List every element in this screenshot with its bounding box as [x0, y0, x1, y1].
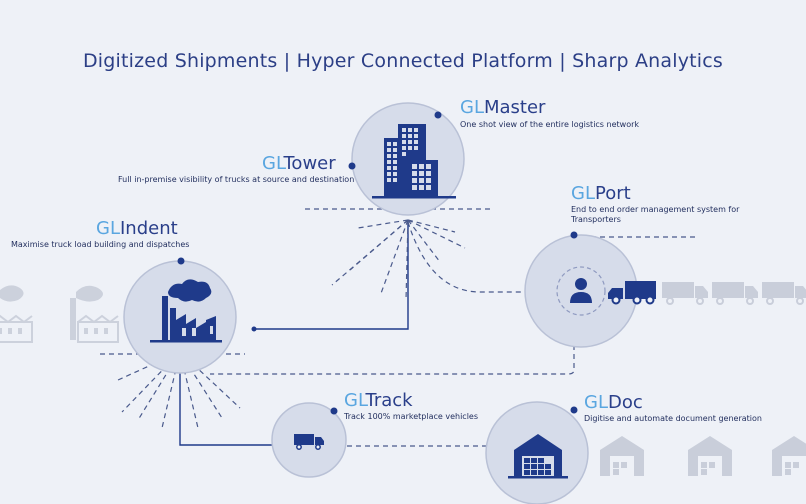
gldoc-name: Doc — [607, 392, 643, 413]
gltower-name: Tower — [283, 153, 336, 174]
glmaster-prefix: GL — [460, 97, 484, 118]
gltrack-prefix: GL — [344, 390, 366, 411]
gltower-description: Full in-premise visibility of trucks at … — [118, 175, 355, 184]
truck-icon — [294, 434, 324, 450]
warehouse-icon — [508, 434, 568, 479]
connector-lines — [179, 222, 409, 446]
gldoc-prefix: GL — [584, 392, 608, 413]
glmaster-name: Master — [483, 97, 546, 118]
glport-name: Port — [594, 183, 631, 204]
gltrack-title: GLTrack — [344, 390, 413, 411]
circle-indent — [123, 260, 237, 374]
glport-title: GLPort — [571, 183, 631, 204]
headline: Digitized Shipments | Hyper Connected Pl… — [82, 50, 724, 72]
glmaster-title: GLMaster — [460, 97, 545, 118]
gltower-prefix: GL — [262, 153, 284, 174]
person-icon — [570, 278, 592, 303]
gldoc-description: Digitise and automate document generatio… — [584, 414, 762, 423]
circle-port — [524, 234, 638, 348]
glindent-description: Maximise truck load building and dispatc… — [11, 240, 190, 249]
ghost-warehouses-right — [600, 436, 806, 476]
office-building-icon — [372, 124, 456, 199]
glmaster-description: One shot view of the entire logistics ne… — [460, 120, 640, 129]
glport-description-line2: Transporters — [571, 215, 621, 224]
marker-dots — [177, 111, 578, 415]
glport-description: End to end order management system for T… — [571, 205, 739, 225]
glindent-title: GLIndent — [96, 218, 178, 239]
glindent-name: Indent — [119, 218, 178, 239]
ghost-factories-left — [0, 285, 119, 343]
glindent-prefix: GL — [96, 218, 120, 239]
truck-icon-port — [608, 281, 656, 305]
glport-prefix: GL — [571, 183, 595, 204]
gltrack-name: Track — [365, 390, 413, 411]
gltrack-description: Track 100% marketplace vehicles — [344, 412, 479, 421]
gltower-title: GLTower — [262, 153, 336, 174]
ghost-trucks-right — [661, 281, 806, 305]
glport-description-line1: End to end order management system for — [571, 205, 740, 214]
gldoc-title: GLDoc — [584, 392, 643, 413]
factory-icon — [150, 279, 222, 343]
